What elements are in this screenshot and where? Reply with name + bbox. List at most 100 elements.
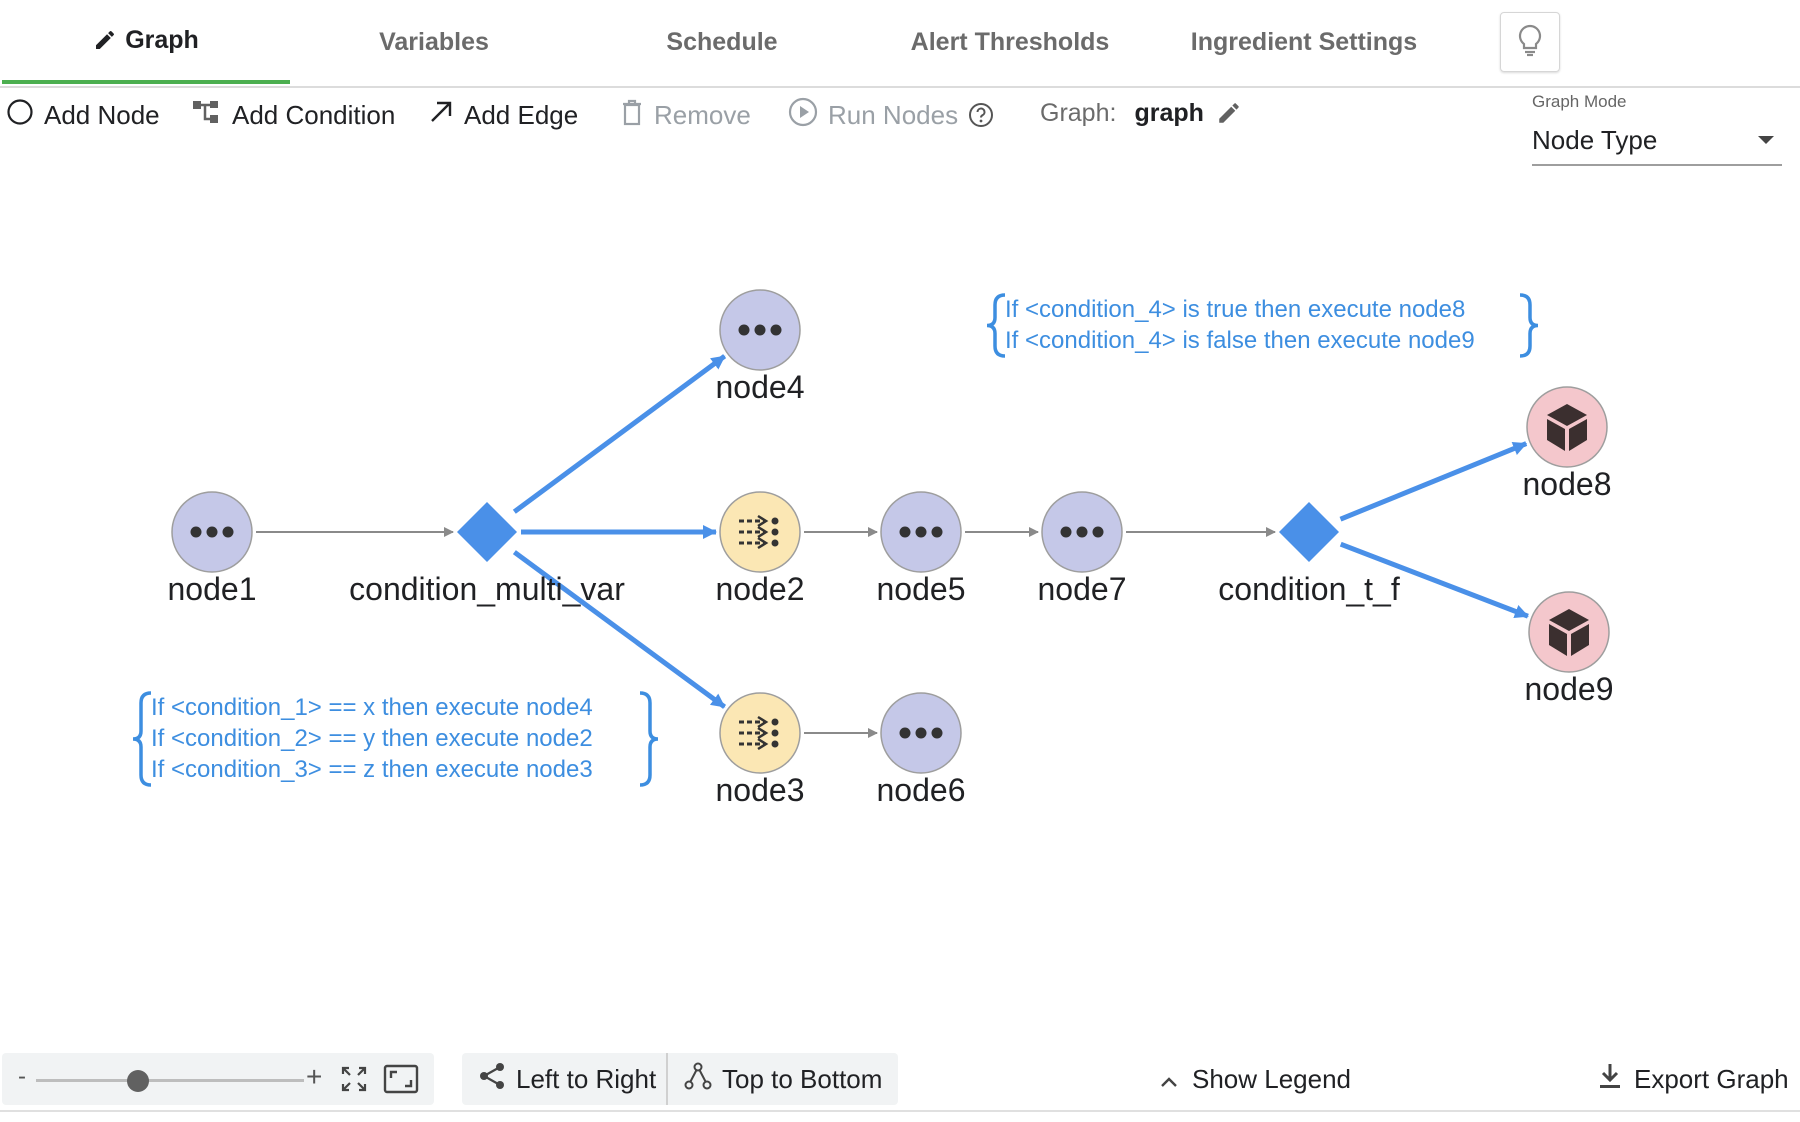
more-dots-icon <box>899 526 943 538</box>
dropdown-caret-icon <box>1756 134 1776 146</box>
tab-ingredient-settings-label: Ingredient Settings <box>1190 27 1418 56</box>
tab-graph[interactable]: Graph <box>2 0 290 84</box>
node-label: node7 <box>1038 571 1127 607</box>
node-label: node8 <box>1523 466 1612 502</box>
graph-node-node9[interactable]: node9 <box>1525 591 1614 707</box>
node-label: condition_multi_var <box>349 571 625 607</box>
annotation-line: If <condition_1> == x then execute node4 <box>151 694 593 721</box>
graph-edge-condition_multi_var-node4[interactable] <box>512 354 727 514</box>
graph-node-node3[interactable]: node3 <box>716 692 805 808</box>
annotation-condition_multi_var: If <condition_1> == x then execute node4… <box>132 691 659 787</box>
package-cube-icon <box>1547 404 1587 451</box>
top-to-bottom-button[interactable]: Top to Bottom <box>684 1053 882 1105</box>
right-brace <box>639 691 659 787</box>
left-to-right-button[interactable]: Left to Right <box>478 1053 656 1105</box>
chevron-up-icon <box>1160 1064 1192 1095</box>
play-circle-icon <box>788 97 828 134</box>
left-brace <box>132 691 152 787</box>
graph-name-display: Graph: graph <box>1040 90 1242 136</box>
tab-bar: Graph Variables Schedule Alert Threshold… <box>0 0 1800 88</box>
circle-icon <box>6 98 44 133</box>
zoom-slider-thumb[interactable] <box>126 1070 149 1092</box>
graph-node-node2[interactable]: node2 <box>716 491 805 607</box>
more-dots-icon <box>1060 526 1104 538</box>
download-icon <box>1598 1062 1634 1097</box>
node-label: node5 <box>877 571 966 607</box>
show-legend-button[interactable]: Show Legend <box>1160 1053 1351 1105</box>
edit-pencil-icon[interactable] <box>1216 100 1242 126</box>
fit-screen-icon[interactable] <box>336 1061 372 1097</box>
graph-toolbar: Add Node Add Condition Add Edge Remove R… <box>0 90 1500 140</box>
node-circle <box>1526 386 1608 468</box>
bottom-bar: - + Left to Right Top to Bottom Sh <box>0 1050 1800 1110</box>
remove-label: Remove <box>654 99 751 130</box>
tab-variables[interactable]: Variables <box>290 0 578 84</box>
graph-node-node4[interactable]: node4 <box>716 289 805 405</box>
package-cube-icon <box>1549 609 1589 656</box>
graph-edge-condition_t_f-node8[interactable] <box>1339 441 1528 522</box>
annotation-condition_t_f: If <condition_4> is true then execute no… <box>986 293 1539 358</box>
layout-separator <box>666 1053 668 1105</box>
node-circle <box>1528 591 1610 673</box>
zoom-in-button[interactable]: + <box>306 1061 323 1092</box>
tab-variables-label: Variables <box>379 27 489 56</box>
export-graph-button[interactable]: Export Graph <box>1598 1053 1789 1105</box>
zoom-slider-track[interactable] <box>36 1079 304 1082</box>
add-condition-button[interactable]: Add Condition <box>192 90 395 140</box>
add-edge-button[interactable]: Add Edge <box>428 90 578 140</box>
graph-node-node7[interactable]: node7 <box>1038 491 1127 607</box>
pencil-icon <box>93 28 117 52</box>
right-brace <box>1519 293 1539 358</box>
tab-schedule-label: Schedule <box>666 27 778 56</box>
zoom-out-button[interactable]: - <box>18 1063 26 1090</box>
condition-diamond-icon <box>457 502 517 562</box>
transform-arrows-icon <box>739 514 779 550</box>
fullscreen-icon[interactable] <box>383 1061 419 1097</box>
zoom-control: - + <box>2 1053 434 1105</box>
node-label: node9 <box>1525 671 1614 707</box>
add-edge-label: Add Edge <box>464 99 579 130</box>
graph-edge-condition_t_f-node9[interactable] <box>1339 541 1529 619</box>
remove-button[interactable]: Remove <box>620 90 751 140</box>
more-dots-icon <box>190 526 234 538</box>
graph-canvas[interactable]: node1 condition_multi_var node4 node2 node3 n… <box>0 160 1800 1040</box>
graph-edge-condition_multi_var-node3[interactable] <box>512 550 727 709</box>
graph-mode-select[interactable]: Node Type <box>1532 116 1782 166</box>
tab-graph-label: Graph <box>125 25 199 54</box>
node-label: node6 <box>877 772 966 808</box>
graph-node-node5[interactable]: node5 <box>877 491 966 607</box>
tree-icon <box>192 99 232 132</box>
graph-name-value: graph <box>1134 98 1204 127</box>
annotation-line: If <condition_3> == z then execute node3 <box>151 756 593 783</box>
top-to-bottom-label: Top to Bottom <box>722 1063 883 1094</box>
trash-icon <box>620 98 654 133</box>
run-nodes-button[interactable]: Run Nodes <box>788 90 1004 140</box>
node-label: condition_t_f <box>1218 571 1400 607</box>
help-icon[interactable] <box>968 102 1004 128</box>
tab-alert-thresholds-label: Alert Thresholds <box>910 27 1110 56</box>
graph-node-condition_t_f[interactable]: condition_t_f <box>1218 502 1400 607</box>
share-icon <box>478 1062 516 1097</box>
add-node-button[interactable]: Add Node <box>6 90 160 140</box>
graph-mode-label: Graph Mode <box>1532 92 1627 111</box>
tab-ingredient-settings[interactable]: Ingredient Settings <box>1154 0 1454 84</box>
tab-schedule[interactable]: Schedule <box>578 0 866 84</box>
graph-node-node6[interactable]: node6 <box>877 692 966 808</box>
more-dots-icon <box>738 324 782 336</box>
add-node-label: Add Node <box>44 99 160 130</box>
tab-alert-thresholds[interactable]: Alert Thresholds <box>866 0 1154 84</box>
hierarchy-icon <box>684 1062 722 1097</box>
graph-name-caption: Graph: <box>1040 98 1117 127</box>
bottom-divider <box>0 1110 1800 1112</box>
left-to-right-label: Left to Right <box>516 1063 657 1094</box>
node-label: node2 <box>716 571 805 607</box>
tips-button[interactable] <box>1500 12 1560 72</box>
graph-node-condition_multi_var[interactable]: condition_multi_var <box>349 502 625 607</box>
node-label: node3 <box>716 772 805 808</box>
run-nodes-label: Run Nodes <box>828 99 959 130</box>
lightbulb-icon <box>1516 23 1544 62</box>
more-dots-icon <box>899 727 943 739</box>
transform-arrows-icon <box>739 715 779 751</box>
graph-node-node8[interactable]: node8 <box>1523 386 1612 502</box>
graph-node-node1[interactable]: node1 <box>168 491 257 607</box>
